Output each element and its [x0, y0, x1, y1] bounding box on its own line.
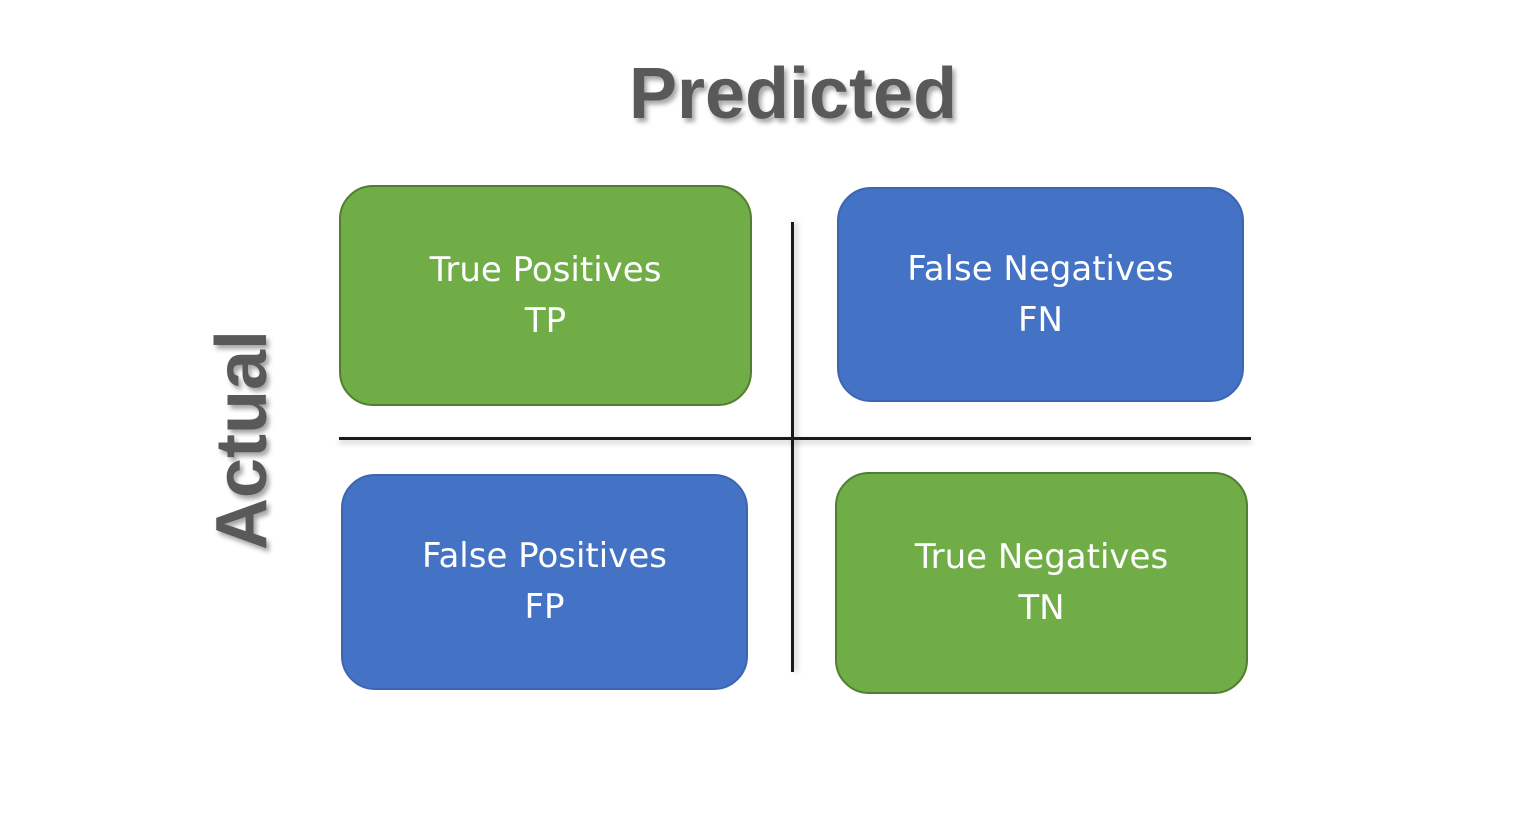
quadrant-false-positives: False Positives FP: [341, 474, 748, 690]
predicted-axis-label: Predicted: [628, 54, 958, 134]
quadrant-name: False Negatives: [907, 248, 1174, 289]
quadrant-false-negatives: False Negatives FN: [837, 187, 1244, 402]
actual-axis-label: Actual: [202, 329, 282, 551]
quadrant-name: True Negatives: [914, 537, 1169, 577]
horizontal-divider: [339, 437, 1251, 440]
quadrant-true-negatives: True Negatives TN: [835, 472, 1248, 694]
vertical-divider: [791, 222, 794, 672]
quadrant-name: True Positives: [429, 249, 662, 290]
quadrant-abbr: FN: [1018, 299, 1063, 340]
quadrant-abbr: TP: [524, 300, 567, 341]
quadrant-name: False Positives: [422, 536, 667, 576]
quadrant-abbr: FP: [524, 587, 565, 627]
quadrant-abbr: TN: [1018, 588, 1065, 628]
quadrant-true-positives: True Positives TP: [339, 185, 752, 406]
